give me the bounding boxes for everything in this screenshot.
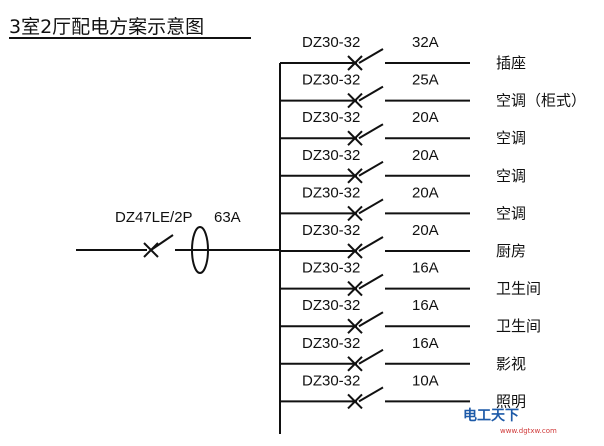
load-label: 插座	[496, 54, 526, 72]
main-breaker-model: DZ47LE/2P	[115, 209, 193, 226]
breaker-blade	[358, 160, 384, 177]
breaker-blade	[358, 386, 384, 403]
breaker-model: DZ30-32	[302, 109, 360, 126]
load-label: 厨房	[496, 242, 526, 260]
breaker-blade	[358, 85, 384, 102]
branch-circuit: DZ30-32 10A 照明	[280, 372, 526, 410]
breaker-cross	[347, 243, 363, 259]
main-breaker-rating: 63A	[214, 209, 241, 226]
watermark-url: www.dgtxw.com	[500, 427, 557, 435]
branch-circuit: DZ30-32 16A 卫生间	[280, 297, 541, 335]
breaker-rating: 16A	[412, 260, 439, 277]
breaker-rating: 10A	[412, 372, 439, 389]
load-label: 空调	[496, 167, 526, 185]
breaker-cross	[347, 168, 363, 184]
breaker-cross	[347, 318, 363, 334]
breaker-blade	[358, 236, 384, 252]
breaker-cross	[347, 130, 363, 146]
breaker-model: DZ30-32	[302, 34, 360, 51]
breaker-rating: 16A	[412, 335, 439, 352]
breaker-cross	[347, 280, 363, 297]
breaker-model: DZ30-32	[302, 72, 360, 89]
load-label: 卫生间	[496, 317, 541, 335]
breaker-rating: 20A	[412, 184, 439, 201]
breaker-rating: 32A	[412, 34, 439, 51]
breaker-cross	[347, 92, 363, 109]
main-breaker: DZ47LE/2P 63A	[76, 209, 280, 274]
branch-circuit: DZ30-32 20A 空调	[280, 109, 526, 147]
branch-circuits: DZ30-32 32A 插座 DZ30-32 25A 空调（柜式） DZ30-32 20A 空调…	[280, 34, 586, 410]
breaker-model: DZ30-32	[302, 335, 360, 352]
breaker-blade	[358, 273, 384, 290]
branch-circuit: DZ30-32 32A 插座	[280, 34, 526, 72]
branch-circuit: DZ30-32 20A 空调	[280, 184, 526, 222]
load-label: 照明	[496, 392, 526, 410]
breaker-model: DZ30-32	[302, 184, 360, 201]
branch-circuit: DZ30-32 20A 空调	[280, 147, 526, 185]
load-label: 卫生间	[496, 280, 541, 298]
watermark-brand: 电工天下	[463, 407, 519, 424]
breaker-blade	[358, 348, 384, 365]
load-label: 空调	[496, 129, 526, 147]
breaker-model: DZ30-32	[302, 260, 360, 277]
breaker-rating: 16A	[412, 297, 439, 314]
breaker-cross	[347, 356, 363, 372]
breaker-cross	[347, 393, 363, 410]
breaker-rating: 20A	[412, 222, 439, 239]
load-label: 空调	[496, 204, 526, 222]
breaker-blade	[358, 311, 384, 328]
load-label: 空调（柜式）	[496, 92, 586, 110]
breaker-model: DZ30-32	[302, 297, 360, 314]
branch-circuit: DZ30-32 16A 影视	[280, 335, 526, 373]
breaker-rating: 20A	[412, 109, 439, 126]
breaker-rating: 25A	[412, 72, 439, 89]
breaker-blade	[358, 48, 384, 64]
breaker-rating: 20A	[412, 147, 439, 164]
diagram-title: 3室2厅配电方案示意图	[9, 16, 204, 38]
breaker-model: DZ30-32	[302, 222, 360, 239]
branch-circuit: DZ30-32 20A 厨房	[280, 222, 526, 260]
watermark: 电工天下 www.dgtxw.com	[463, 407, 557, 435]
breaker-model: DZ30-32	[302, 372, 360, 389]
breaker-cross	[347, 55, 363, 71]
load-label: 影视	[496, 355, 526, 373]
branch-circuit: DZ30-32 16A 卫生间	[280, 260, 541, 298]
breaker-model: DZ30-32	[302, 147, 360, 164]
leakage-transformer-symbol	[191, 226, 209, 274]
branch-circuit: DZ30-32 25A 空调（柜式）	[280, 72, 586, 110]
breaker-blade	[358, 198, 384, 215]
breaker-blade	[358, 123, 384, 140]
main-breaker-blade	[150, 234, 174, 251]
breaker-cross	[347, 205, 363, 222]
